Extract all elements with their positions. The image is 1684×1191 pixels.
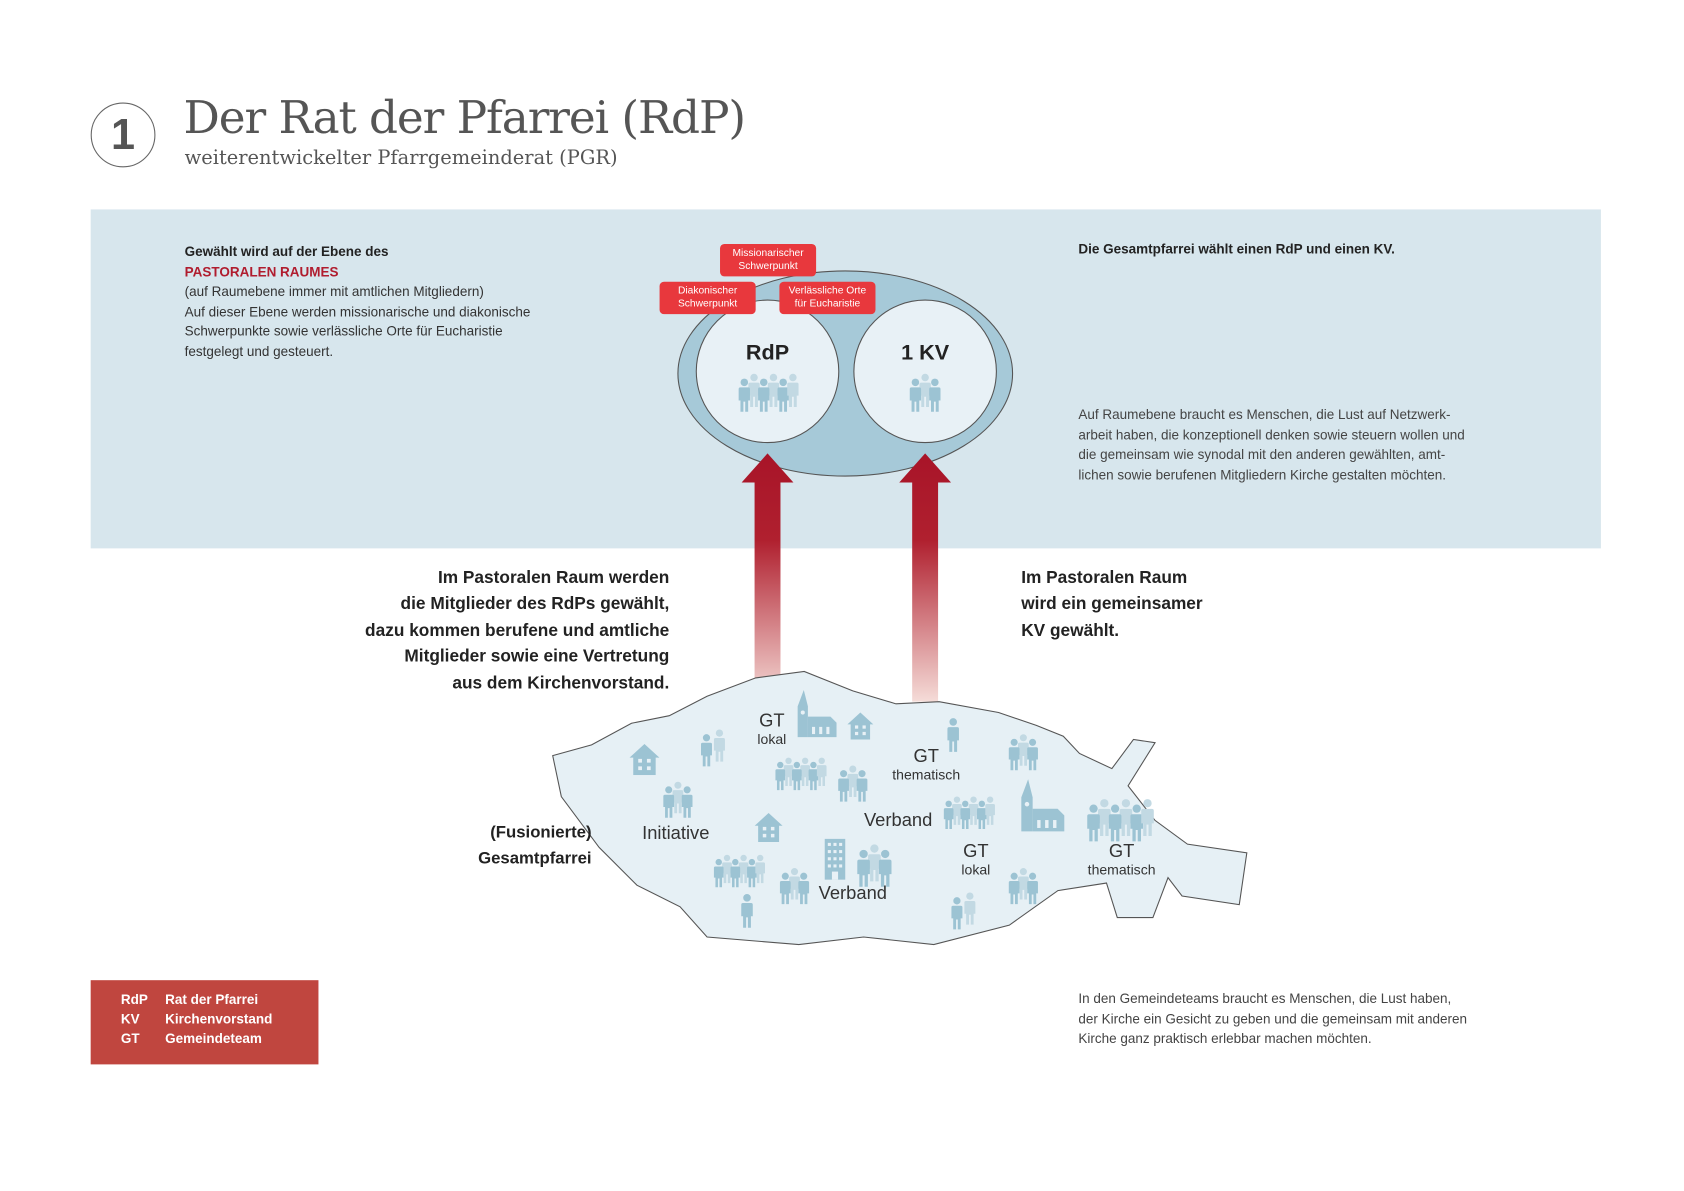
tag-line: Schwerpunkt — [677, 297, 738, 310]
community-teams-text: In den Gemeindeteams braucht es Menschen… — [1078, 989, 1542, 1049]
rdp-label: RdP — [745, 341, 790, 365]
legend-full: Kirchenvorstand — [165, 1011, 273, 1027]
text-line: Im Pastoralen Raum werden — [437, 568, 670, 588]
legend-row: RdP Rat der Pfarrei — [121, 992, 258, 1007]
text-line: Gesamtpfarrei — [478, 849, 592, 868]
legend-full: Rat der Pfarrei — [165, 992, 259, 1008]
text-line: Schwerpunkte sowie verlässliche Orte für… — [184, 324, 503, 340]
text-line: arbeit haben, die konzeptionell denken s… — [1078, 427, 1465, 443]
section-number: 1 — [90, 102, 156, 168]
kv-circle — [853, 299, 997, 444]
rdp-election-arrow — [741, 453, 794, 702]
pastoral-space-highlight: PASTORALEN RAUMES — [184, 264, 339, 280]
map-label-association: Verband — [855, 809, 941, 831]
network-people-text: Auf Raumebene braucht es Menschen, die L… — [1078, 405, 1542, 485]
map-label-main: GT — [1108, 840, 1135, 862]
rdp-circle — [695, 299, 840, 444]
legend-row: GT Gemeindeteam — [121, 1031, 262, 1046]
page-title: Der Rat der Pfarrei (RdP) — [183, 90, 747, 144]
tag-line: Diakonischer — [677, 284, 738, 297]
text-line: dazu kommen berufene und amtliche — [365, 621, 670, 640]
text-line: Auf dieser Ebene werden missionarische u… — [184, 304, 531, 320]
election-statement: Die Gesamtpfarrei wählt einen RdP und ei… — [1078, 241, 1395, 257]
map-label-main: Verband — [818, 883, 887, 904]
map-label-main: GT — [913, 745, 939, 767]
legend-abbr: GT — [120, 1030, 140, 1047]
kv-election-text: Im Pastoralen Raum wird ein gemeinsamer … — [1021, 566, 1345, 645]
tag-line: Verlässliche Orte — [788, 284, 867, 297]
parish-map-shape — [552, 670, 1248, 946]
text-line: In den Gemeindeteams braucht es Menschen… — [1078, 990, 1452, 1007]
legend-full: Gemeindeteam — [165, 1030, 262, 1047]
legend-row: KV Kirchenvorstand — [121, 1011, 273, 1026]
text-line: KV gewählt. — [1021, 621, 1120, 640]
rdp-election-text: Im Pastoralen Raum werden die Mitglieder… — [313, 566, 669, 698]
text-line: Mitglieder sowie eine Vertretung — [404, 647, 670, 667]
map-label-main: GT — [963, 840, 989, 862]
map-label-sub: thematisch — [892, 766, 961, 783]
text-line: der Kirche ein Gesicht zu geben und die … — [1078, 1011, 1467, 1027]
text-line: festgelegt und gesteuert. — [184, 344, 334, 360]
text-line: lichen sowie berufenen Mitgliedern Kirch… — [1078, 467, 1446, 483]
map-label-initiative: Initiative — [633, 822, 719, 844]
tag-line: Schwerpunkt — [738, 260, 798, 273]
map-label-sub: lokal — [757, 730, 787, 747]
office-building-icon — [824, 838, 846, 880]
legend-abbr: RdP — [120, 992, 148, 1008]
text-line: Im Pastoralen Raum — [1021, 568, 1188, 588]
map-label-main: GT — [759, 710, 785, 731]
text-line: die gemeinsam wie synodal mit den andere… — [1078, 447, 1446, 463]
tag-line: für Eucharistie — [794, 297, 861, 310]
map-label-sub: thematisch — [1087, 861, 1156, 878]
legend-abbr: KV — [120, 1011, 140, 1027]
text-line: Kirche ganz praktisch erlebbar machen mö… — [1078, 1031, 1372, 1047]
text-line: (Fusionierte) — [490, 823, 592, 843]
election-level-text: Gewählt wird auf der Ebene des PASTORALE… — [185, 242, 617, 362]
map-label-main: Initiative — [642, 822, 710, 844]
tag-line: Missionarischer — [732, 247, 804, 260]
text-line: (auf Raumebene immer mit amtlichen Mitgl… — [184, 284, 484, 300]
kv-label: 1 KV — [901, 341, 950, 365]
text-line: die Mitglieder des RdPs gewählt, — [400, 595, 670, 614]
election-level-heading: Gewählt wird auf der Ebene des — [184, 243, 389, 260]
map-label-association: Verband — [810, 883, 896, 904]
page-subtitle: weiterentwickelter Pfarrgemeinderat (PGR… — [184, 146, 618, 170]
text-line: aus dem Kirchenvorstand. — [452, 674, 670, 693]
map-label-sub: lokal — [961, 861, 991, 878]
map-label-main: Verband — [863, 809, 933, 831]
text-line: Auf Raumebene braucht es Menschen, die L… — [1078, 406, 1451, 423]
text-line: wird ein gemeinsamer — [1021, 595, 1203, 614]
kv-election-arrow — [899, 453, 952, 702]
parish-label: (Fusionierte) Gesamtpfarrei — [432, 820, 592, 872]
